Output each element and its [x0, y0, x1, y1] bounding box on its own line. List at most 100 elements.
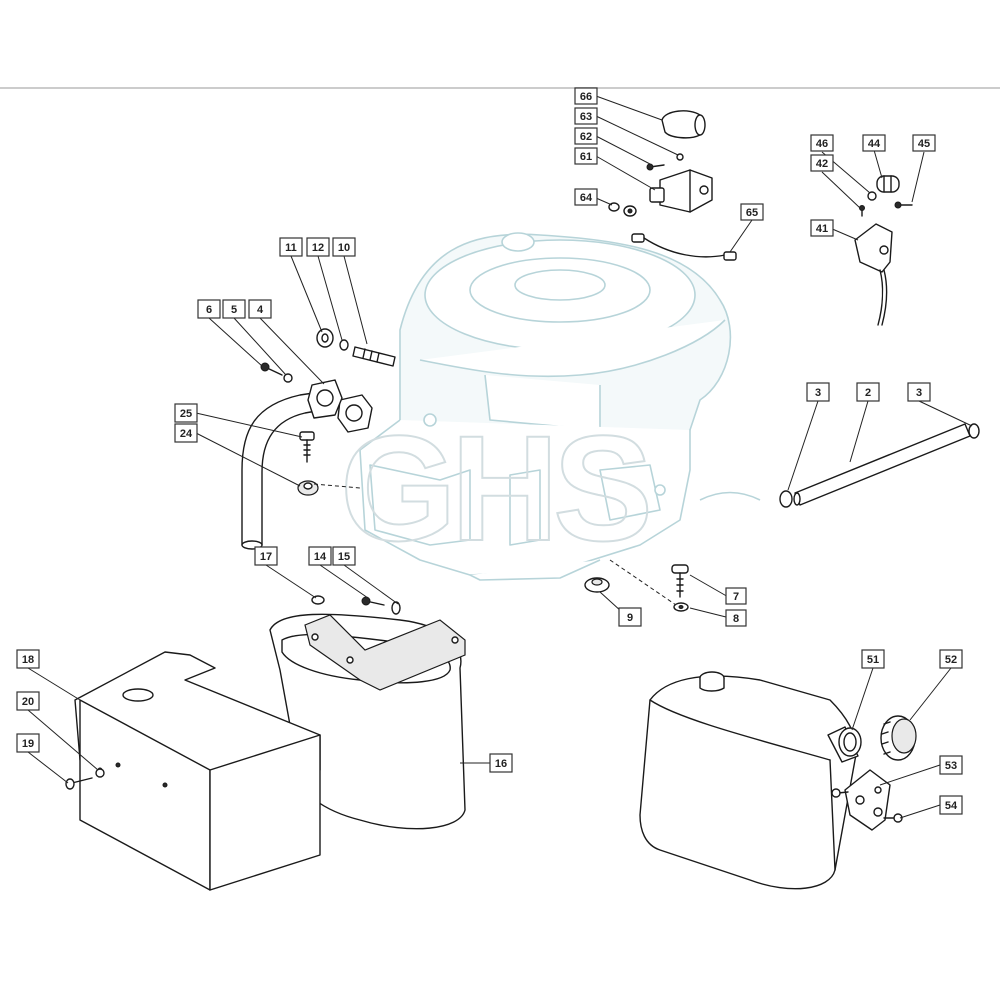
callout-6: 6	[197, 299, 221, 319]
svg-text:2: 2	[865, 387, 871, 399]
svg-text:66: 66	[580, 91, 592, 103]
svg-text:8: 8	[733, 613, 739, 625]
svg-text:54: 54	[945, 800, 958, 812]
svg-text:25: 25	[180, 408, 192, 420]
svg-text:7: 7	[733, 591, 739, 603]
part-51-fuel-tank	[639, 671, 862, 890]
callout-19: 19	[16, 733, 40, 753]
part-17-nut	[311, 595, 325, 605]
callout-24: 24	[174, 423, 198, 443]
part-45-screw	[894, 201, 913, 209]
callout-4: 4	[248, 299, 272, 319]
callout-10: 10	[332, 237, 356, 257]
callout-18: 18	[16, 649, 40, 669]
callout-15: 15	[332, 546, 356, 566]
part-9-grommet	[584, 577, 610, 593]
part-61-solenoid	[649, 169, 713, 213]
part-3-clamp-left	[779, 490, 793, 508]
part-44-clamp	[876, 175, 900, 193]
part-12-washer	[339, 339, 349, 351]
svg-text:20: 20	[22, 696, 34, 708]
svg-text:15: 15	[338, 551, 350, 563]
part-65-wire-harness	[631, 233, 737, 261]
part-3-clamp-right	[968, 423, 980, 439]
svg-text:6: 6	[206, 304, 212, 316]
svg-text:17: 17	[260, 551, 272, 563]
svg-text:19: 19	[22, 738, 34, 750]
part-66-boot	[661, 110, 706, 139]
part-5-washer	[283, 373, 293, 383]
leader-lines	[27, 95, 973, 819]
watermark: GHS	[340, 404, 648, 572]
callout-66: 66	[574, 87, 598, 105]
svg-text:42: 42	[816, 158, 828, 170]
svg-text:45: 45	[918, 138, 930, 150]
callout-17: 17	[254, 546, 278, 566]
svg-text:4: 4	[257, 304, 264, 316]
svg-text:12: 12	[312, 242, 324, 254]
svg-text:63: 63	[580, 111, 592, 123]
tank-screw-left	[831, 788, 849, 798]
callout-51: 51	[861, 649, 885, 669]
part-15-washer	[391, 601, 401, 615]
svg-text:53: 53	[945, 760, 957, 772]
part-24-nut	[297, 480, 319, 496]
callout-14: 14	[308, 546, 332, 566]
callout-3-left: 3	[806, 382, 830, 402]
part-18-heat-shield	[74, 651, 321, 891]
callout-8: 8	[725, 609, 747, 627]
part-46-washer	[867, 191, 877, 201]
part-14-bolt	[361, 596, 385, 606]
svg-text:10: 10	[338, 242, 350, 254]
part-25-bolt	[299, 431, 315, 463]
callout-25: 25	[174, 403, 198, 423]
callout-46: 46	[810, 134, 834, 152]
svg-text:3: 3	[815, 387, 821, 399]
svg-text:64: 64	[580, 192, 593, 204]
engine-outline	[359, 232, 761, 581]
callout-62: 62	[574, 127, 598, 145]
callout-52: 52	[939, 649, 963, 669]
svg-text:18: 18	[22, 654, 34, 666]
part-19-screw	[65, 777, 93, 790]
part-20-washer	[95, 768, 105, 778]
svg-text:44: 44	[868, 138, 881, 150]
svg-text:46: 46	[816, 138, 828, 150]
svg-text:51: 51	[867, 654, 879, 666]
part-2-fuel-hose	[793, 423, 971, 506]
part-8-washer	[673, 602, 689, 612]
part-42-screw	[859, 205, 865, 217]
svg-text:65: 65	[746, 207, 758, 219]
svg-text:3: 3	[916, 387, 922, 399]
callout-44: 44	[862, 134, 886, 152]
svg-text:5: 5	[231, 304, 237, 316]
callout-42: 42	[810, 154, 834, 172]
callout-41: 41	[810, 219, 834, 237]
part-4-gasket	[337, 394, 373, 433]
callout-54: 54	[939, 795, 963, 815]
callout-45: 45	[912, 134, 936, 152]
part-63-nut	[676, 153, 684, 161]
callout-65: 65	[740, 203, 764, 221]
svg-text:61: 61	[580, 151, 592, 163]
callout-9: 9	[618, 607, 642, 627]
part-54-screw	[883, 813, 903, 823]
callout-63: 63	[574, 107, 598, 125]
part-64-washers	[608, 202, 637, 217]
svg-text:11: 11	[285, 242, 297, 254]
callout-64: 64	[574, 188, 598, 206]
part-52-fuel-cap	[880, 715, 917, 761]
part-11-nut	[316, 328, 334, 348]
callout-53: 53	[939, 755, 963, 775]
part-41-throttle-lever	[854, 223, 893, 326]
svg-text:62: 62	[580, 131, 592, 143]
part-7-bolt	[671, 564, 689, 598]
callout-12: 12	[306, 237, 330, 257]
callout-20: 20	[16, 691, 40, 711]
svg-text:52: 52	[945, 654, 957, 666]
svg-text:16: 16	[495, 758, 507, 770]
callout-11: 11	[279, 237, 303, 257]
callout-7: 7	[725, 587, 747, 605]
svg-text:9: 9	[627, 612, 633, 624]
